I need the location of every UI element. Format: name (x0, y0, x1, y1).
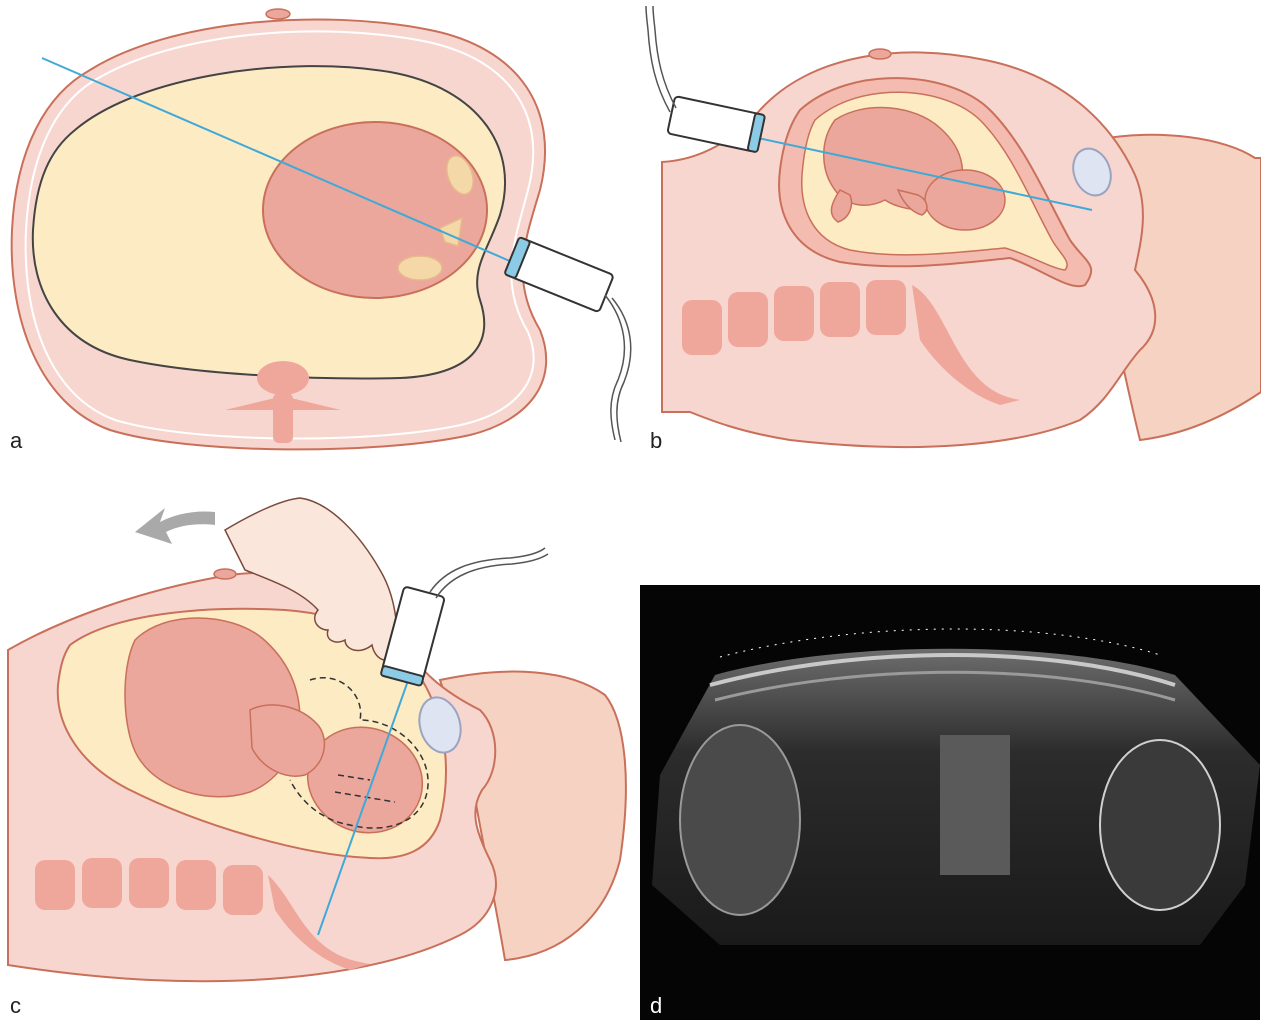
panel-b-sagittal-section: b (640, 0, 1261, 470)
fetal-head-echo (680, 725, 800, 915)
panel-label-a: a (10, 430, 22, 452)
panel-a-transverse-section: a (0, 0, 640, 470)
panel-label-c: c (10, 995, 21, 1017)
panel-label-b: b (650, 430, 662, 452)
ultrasound-scan (640, 585, 1260, 1020)
navel (869, 49, 891, 59)
transverse-section-illustration (0, 0, 640, 470)
navel (266, 9, 290, 19)
ultrasound-probe-icon (667, 96, 765, 152)
panel-c-probe-manipulation: c (0, 480, 640, 1020)
push-direction-arrow-icon (135, 508, 215, 544)
panel-d-ultrasound-image: d (640, 585, 1260, 1020)
sagittal-section-illustration (640, 0, 1261, 470)
fetal-head (263, 122, 487, 298)
navel (214, 569, 236, 579)
panel-label-d: d (650, 995, 662, 1017)
fetal-spine-echo (940, 735, 1010, 875)
fetal-abdomen-echo (1100, 740, 1220, 910)
probe-cable (605, 295, 624, 440)
probe-manipulation-illustration (0, 480, 640, 1020)
fetal-orbit-lower (398, 256, 442, 280)
